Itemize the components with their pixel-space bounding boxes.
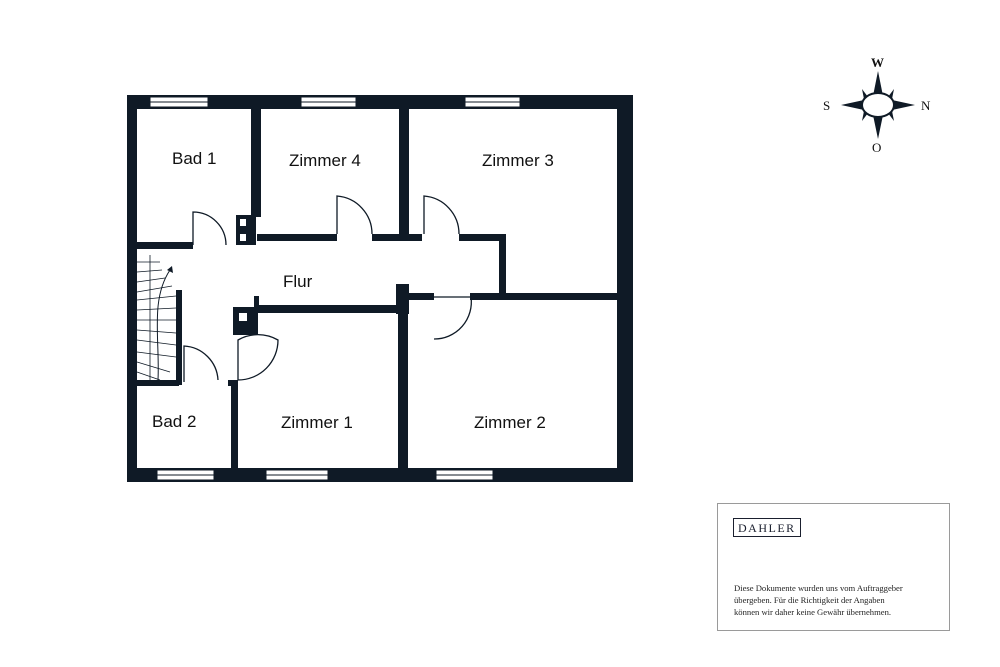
- room-label-zimmer1: Zimmer 1: [281, 413, 353, 432]
- windows: [149, 96, 521, 481]
- room-label-flur: Flur: [283, 272, 313, 291]
- compass-label-left: S: [823, 98, 830, 113]
- door-zimmer2: [433, 296, 472, 340]
- door-bad2: [183, 345, 219, 382]
- disclaimer-line: Diese Dokumente wurden uns vom Auftragge…: [734, 583, 903, 593]
- disclaimer-box: DAHLER Diese Dokumente wurden uns vom Au…: [717, 503, 950, 631]
- room-label-bad2: Bad 2: [152, 412, 196, 431]
- disclaimer-line: können wir daher keine Gewähr übernehmen…: [734, 607, 892, 618]
- interior-walls: [133, 105, 620, 475]
- staircase: [136, 255, 177, 381]
- door-bad1: [192, 211, 227, 246]
- compass-label-bottom: O: [872, 140, 881, 155]
- room-label-zimmer2: Zimmer 2: [474, 413, 546, 432]
- door-zimmer1: [237, 333, 279, 381]
- disclaimer-text: Diese Dokumente wurden uns vom Auftragge…: [734, 582, 948, 619]
- room-label-zimmer3: Zimmer 3: [482, 151, 554, 170]
- brand-logo: DAHLER: [733, 518, 801, 537]
- compass-label-right: N: [921, 98, 931, 113]
- compass-rose: W S N O: [823, 55, 931, 155]
- door-zimmer3: [423, 195, 460, 235]
- compass-icon: [841, 71, 915, 139]
- doors: [183, 195, 472, 382]
- disclaimer-line: übergeben. Für die Richtigkeit der Angab…: [734, 595, 885, 606]
- room-label-bad1: Bad 1: [172, 149, 216, 168]
- door-zimmer4: [336, 195, 373, 235]
- compass-label-top: W: [871, 55, 884, 70]
- room-label-zimmer4: Zimmer 4: [289, 151, 361, 170]
